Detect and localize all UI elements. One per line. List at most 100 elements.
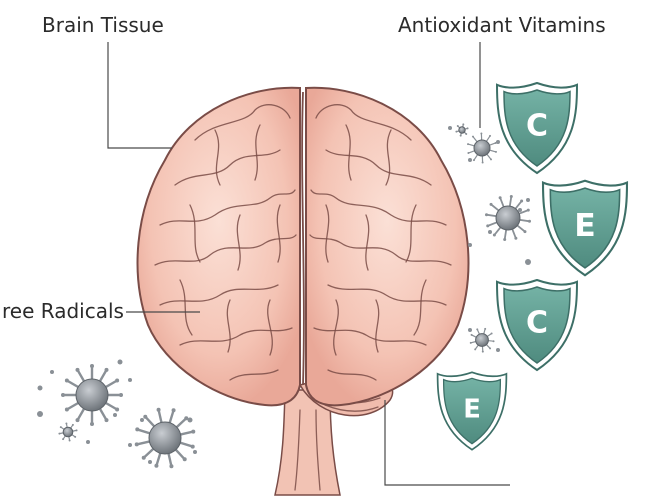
left-hemisphere [136, 86, 301, 407]
radical-spike-tip [492, 233, 496, 237]
radical-spike-tip [182, 457, 187, 462]
radical-speck [488, 230, 492, 234]
radical-speck [187, 417, 193, 423]
radical-core [495, 205, 521, 231]
radical-speck [128, 378, 132, 382]
radical-spike [174, 417, 188, 430]
radical-spike-tip [68, 439, 71, 442]
radical-spike-tip [520, 199, 524, 203]
radical-spike-tip [190, 444, 195, 449]
radical-spike [157, 408, 164, 426]
radical-speck [193, 450, 197, 454]
radical-core [473, 139, 491, 157]
radical-spike-tip [471, 135, 474, 138]
radical-speck [37, 385, 43, 391]
radical-spike-tip [90, 364, 94, 368]
brain-stem [274, 389, 341, 496]
radical-speck [526, 198, 530, 202]
label-brain-tissue: Brain Tissue [42, 13, 164, 37]
radical-spike-tip [71, 423, 74, 426]
radical-spike-tip [171, 408, 176, 413]
radical-spike-tip [489, 202, 493, 206]
bottom-leader [384, 400, 510, 486]
radical-spike [65, 400, 82, 411]
radical-particle [134, 407, 196, 469]
radical-speck [525, 259, 531, 265]
radical-spike-tip [75, 429, 78, 432]
radical-speck [148, 460, 152, 464]
radical-core [75, 378, 109, 412]
radical-spike-tip [115, 407, 120, 412]
radical-spike-tip [74, 435, 77, 438]
radical-speck [496, 140, 500, 144]
radical-speck [37, 411, 43, 417]
radical-spike-tip [489, 347, 492, 350]
radical-particle [61, 364, 123, 426]
radical-spike-tip [62, 438, 65, 441]
radical-spike-tip [486, 224, 490, 228]
shield-body [503, 286, 571, 364]
radical-spike-tip [455, 130, 458, 133]
radical-spike [167, 409, 175, 426]
leader-lines [107, 42, 510, 486]
radical-speck [117, 359, 123, 365]
longitudinal-fissure [301, 91, 305, 386]
radical-particle [58, 422, 78, 442]
shield-body [549, 187, 621, 269]
radical-spike-tip [58, 432, 61, 435]
radical-particle [455, 123, 469, 137]
radical-spike [155, 450, 163, 467]
label-free-radicals: ree Radicals [2, 299, 124, 323]
free-radicals [37, 123, 531, 469]
radical-spike-tip [489, 134, 492, 137]
radical-spike-tip [90, 422, 94, 426]
radical-spike-tip [154, 463, 159, 468]
radical-spike [76, 368, 87, 385]
radical-spike-tip [498, 196, 502, 200]
radical-speck [86, 440, 90, 444]
left-folds [154, 104, 297, 381]
radical-spike-tip [527, 219, 531, 223]
radical-spike-tip [135, 427, 140, 432]
brain [136, 86, 470, 407]
radical-spike-tip [494, 150, 497, 153]
radical-spike-tip [61, 393, 65, 397]
radical-spike-tip [490, 158, 493, 161]
radical-spike-tip [119, 393, 123, 397]
radical-speck [140, 418, 144, 422]
radical-spike-tip [65, 422, 68, 425]
shield-letter: E [574, 208, 596, 244]
shield-c-1: C [495, 81, 579, 175]
radical-spike-tip [472, 159, 475, 162]
shield-body [503, 89, 571, 167]
radical-spike-tip [509, 195, 513, 199]
radical-particle [467, 132, 497, 164]
radical-spike [102, 379, 119, 390]
radical-spike-tip [481, 161, 484, 164]
radical-spike-tip [492, 340, 495, 343]
radical-spike-tip [143, 414, 148, 419]
shield-letter: E [463, 394, 481, 424]
radical-particle [469, 327, 495, 353]
radical-core [62, 426, 74, 438]
radical-spike-tip [484, 327, 487, 330]
shield-letter: C [526, 109, 548, 144]
radical-spike [166, 450, 173, 468]
shield-e-2: E [541, 179, 629, 277]
radical-spike [102, 400, 119, 411]
radical-particle [485, 195, 531, 241]
radical-core [148, 421, 182, 455]
radical-speck [496, 348, 500, 352]
right-folds [309, 104, 452, 381]
radical-spike [142, 446, 156, 459]
radical-spike [97, 368, 108, 385]
radical-spike [65, 379, 82, 390]
radical-spike-tip [64, 378, 69, 383]
radical-speck [468, 243, 472, 247]
radical-spike-tip [104, 367, 109, 372]
radical-speck [468, 328, 472, 332]
radical-spike-tip [465, 132, 468, 135]
radical-spike-tip [75, 418, 80, 423]
radical-spike-tip [503, 237, 507, 241]
